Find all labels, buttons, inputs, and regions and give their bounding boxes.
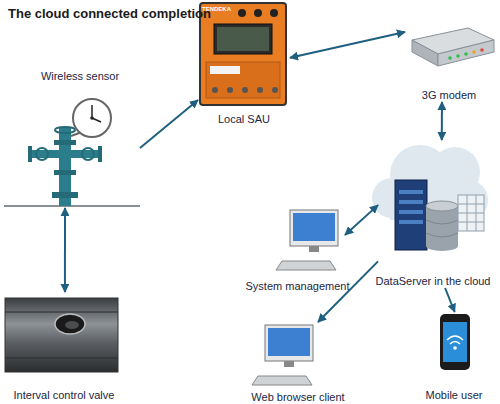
data-grid <box>458 195 484 231</box>
server-tower <box>395 180 427 250</box>
sau-knob <box>238 9 246 17</box>
wellhead-wing <box>32 150 98 158</box>
node-label: Interval control valve <box>14 389 115 402</box>
wellhead-cap <box>28 146 32 162</box>
keyboard <box>252 376 312 385</box>
sau-connector <box>242 87 248 93</box>
database-base <box>426 241 458 251</box>
node-label: Wireless sensor <box>41 70 119 83</box>
connector-arrow <box>445 288 455 312</box>
wifi-symbol <box>447 336 463 344</box>
monitor-screen <box>268 328 310 356</box>
node-label: 3G modem <box>422 89 476 102</box>
monitor-screen <box>293 213 335 241</box>
monitor-frame <box>290 210 338 246</box>
sau-housing <box>200 3 286 105</box>
valve-wheel <box>82 148 94 160</box>
gauge-dial <box>73 99 111 137</box>
device-node: Wireless sensor <box>20 70 140 208</box>
sau-knob <box>270 9 278 17</box>
sau-knob <box>254 9 262 17</box>
device-node: Mobile user <box>420 312 488 402</box>
ground-line <box>4 205 140 207</box>
phone-body <box>440 314 470 370</box>
data-grid-lines <box>458 195 484 231</box>
sau-connector <box>227 87 233 93</box>
valve-wheel <box>55 127 75 133</box>
connector-arrow <box>345 205 378 235</box>
node-label: Mobile user <box>426 389 483 402</box>
valve-photo <box>5 298 118 372</box>
wellhead-flange <box>54 170 76 175</box>
database-body <box>426 206 458 246</box>
wifi-dot <box>453 346 457 350</box>
modem-led <box>472 50 476 54</box>
monitor-frame <box>265 325 313 361</box>
connector-arrow <box>290 32 405 58</box>
modem-led <box>480 48 484 52</box>
device-node: Interval control valve <box>5 292 123 402</box>
sau-sticker <box>210 66 240 74</box>
sau-connector <box>212 87 218 93</box>
modem-led <box>464 52 468 56</box>
connector-arrow <box>64 208 66 292</box>
wellhead-cap <box>98 146 102 162</box>
device-node: Local SAU <box>198 2 290 126</box>
server-slot <box>399 190 423 194</box>
modem-led <box>456 54 460 58</box>
connector-arrow <box>140 100 198 148</box>
database-band <box>426 220 458 237</box>
device-node: DataServer in the cloud <box>378 140 488 288</box>
modem-led <box>448 56 452 60</box>
server-slot <box>399 210 423 214</box>
sau-connector <box>272 87 278 93</box>
node-label: DataServer in the cloud <box>376 275 491 288</box>
node-label: Local SAU <box>218 113 270 126</box>
node-label: Web browser client <box>251 391 344 404</box>
phone-screen <box>443 322 467 362</box>
modem-side <box>412 40 438 66</box>
sau-panel <box>206 62 280 98</box>
modem-front <box>438 40 494 66</box>
server-slot <box>399 200 423 204</box>
gauge-hand <box>91 105 93 118</box>
valve-port <box>55 314 85 334</box>
monitor-stand <box>309 246 319 252</box>
connector-arrow <box>441 102 443 140</box>
connector-arrow <box>318 261 378 322</box>
device-node: 3G modem <box>405 22 493 102</box>
diagram-title: The cloud connected completion <box>8 6 211 21</box>
valve-wheel <box>36 148 48 160</box>
device-node: System management <box>250 205 345 293</box>
wellhead-flange <box>54 140 76 145</box>
sau-display <box>217 27 269 51</box>
valve-insert <box>65 321 79 329</box>
device-node: Web browser client <box>248 322 348 404</box>
sau-screen <box>214 24 272 54</box>
gauge-pivot <box>90 116 94 120</box>
database-top <box>426 201 458 211</box>
server-slot <box>399 220 423 224</box>
valve-seam <box>5 312 118 358</box>
sau-connector <box>257 87 263 93</box>
wellhead-flange <box>52 192 78 198</box>
keyboard <box>276 261 336 270</box>
monitor-stand <box>284 361 294 367</box>
node-label: System management <box>246 280 350 293</box>
